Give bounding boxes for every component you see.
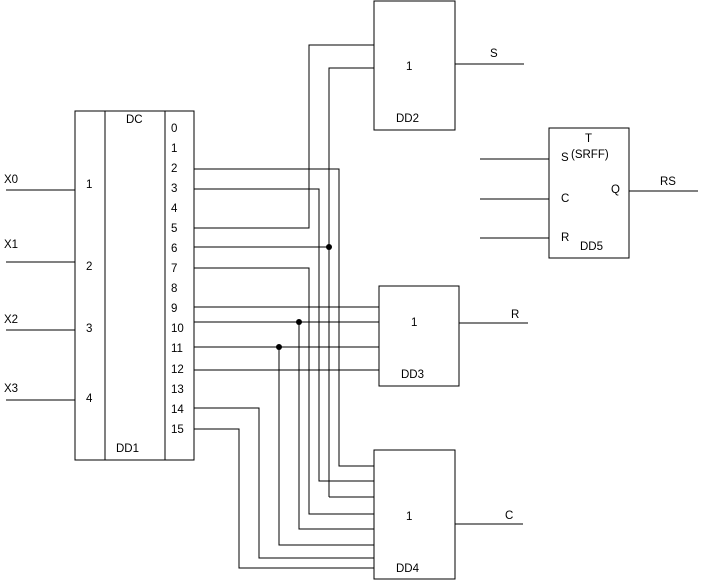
gate-dd2-symbol: 1 xyxy=(406,61,412,73)
flipflop-body xyxy=(548,127,630,259)
wire-out3-dd4 xyxy=(194,188,374,482)
input-signal-label: X0 xyxy=(4,174,18,186)
wire-out7-dd4 xyxy=(194,267,374,515)
decoder-header: DC xyxy=(126,114,143,126)
input-signal-label: X1 xyxy=(4,239,18,251)
wire-out6-branch xyxy=(328,67,374,497)
gate-dd3: 1 DD3 R xyxy=(378,285,528,387)
wire-out11-dd4 xyxy=(278,347,374,546)
gate-dd2-body xyxy=(373,0,456,131)
flipflop-input-label: C xyxy=(561,193,569,205)
decoder-output-label: 1 xyxy=(171,143,177,155)
decoder-output-label: 0 xyxy=(171,123,177,135)
gate-dd4-name: DD4 xyxy=(396,563,420,575)
gate-dd4-symbol: 1 xyxy=(406,511,412,523)
decoder-output-label: 7 xyxy=(171,263,177,275)
decoder-output-label: 6 xyxy=(171,243,177,255)
input-signal-label: X2 xyxy=(4,314,18,326)
wire-out2-dd4 xyxy=(194,168,374,467)
junction-dot xyxy=(276,344,282,350)
gate-dd4-body xyxy=(373,449,456,580)
gate-dd3-output-label: R xyxy=(511,309,519,321)
decoder-input-label: 1 xyxy=(86,179,92,191)
decoder-input-label: 3 xyxy=(86,323,92,335)
wire-out5-dd2 xyxy=(194,44,374,229)
gate-dd3-body xyxy=(378,285,460,387)
decoder-output-label: 12 xyxy=(171,364,184,376)
decoder-output-label: 13 xyxy=(171,384,184,396)
decoder-output-label: 8 xyxy=(171,283,177,295)
gate-dd4: 1 DD4 C xyxy=(373,449,523,580)
gate-dd4-output-label: C xyxy=(505,510,513,522)
decoder-output-label: 2 xyxy=(171,163,177,175)
wiring xyxy=(194,44,379,569)
flipflop-input-label: R xyxy=(561,232,569,244)
decoder-output-label: 14 xyxy=(171,404,184,416)
gate-dd2-output-label: S xyxy=(490,48,498,60)
flipflop-output-label: RS xyxy=(660,176,676,188)
decoder-output-label: 10 xyxy=(171,323,184,335)
decoder-output-label: 11 xyxy=(171,343,183,355)
gate-dd2-name: DD2 xyxy=(396,113,419,125)
decoder-output-label: 5 xyxy=(171,223,177,235)
flipflop-dd5: T (SRFF) S C R Q DD5 RS xyxy=(480,127,698,259)
input-signal-label: X3 xyxy=(4,383,18,395)
decoder-output-label: 15 xyxy=(171,424,184,436)
wire-out14-dd4 xyxy=(194,407,374,559)
gate-dd2: 1 DD2 S xyxy=(373,0,524,131)
decoder-output-label: 3 xyxy=(171,183,177,195)
flipflop-input-label: S xyxy=(561,152,569,164)
decoder-input-label: 4 xyxy=(86,393,93,405)
wire-out15-dd4 xyxy=(194,428,374,569)
flipflop-name: DD5 xyxy=(580,241,603,253)
wire-out10-dd4 xyxy=(298,322,374,530)
flipflop-subtype: (SRFF) xyxy=(571,149,609,161)
decoder-dd1: DC DD1 1 2 3 4 0 1 2 3 4 5 6 7 8 9 10 11… xyxy=(74,110,195,461)
decoder-output-label: 9 xyxy=(171,303,177,315)
flipflop-type: T xyxy=(585,133,592,145)
decoder-body xyxy=(74,110,195,461)
input-signals: X0 X1 X2 X3 xyxy=(4,174,75,401)
decoder-output-label: 4 xyxy=(171,203,178,215)
gate-dd3-symbol: 1 xyxy=(411,317,417,329)
decoder-input-label: 2 xyxy=(86,261,92,273)
gate-dd3-name: DD3 xyxy=(401,369,424,381)
junction-dot xyxy=(296,319,302,325)
junction-dot xyxy=(326,244,332,250)
decoder-name: DD1 xyxy=(116,443,139,455)
flipflop-output-pin: Q xyxy=(611,184,620,196)
